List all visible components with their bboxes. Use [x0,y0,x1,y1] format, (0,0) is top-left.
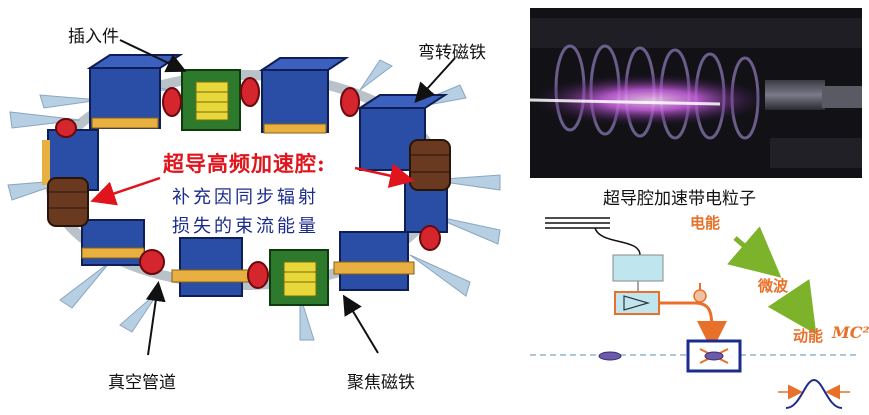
focusing-magnets [55,77,441,289]
energy-pulse [785,378,843,409]
insertion-devices [181,69,329,306]
photo-caption: 超导腔加速带电粒子 [603,189,756,209]
energy-arrow-2 [767,279,817,335]
bending-magnet [171,237,251,297]
power-supply-box [612,254,664,282]
insertion-label: 插入件 [68,27,119,47]
cavity-arrow-right [354,163,415,188]
bending-magnet [258,57,350,134]
electron-bunch [598,351,622,361]
storage-ring-illustration [7,39,501,356]
rf-amplifier [614,291,660,315]
cavity-arrow-left [90,176,161,206]
electric-energy-label: 电能 [690,214,721,232]
kinetic-energy-label: 动能 [793,327,824,345]
rf-cavities [47,139,451,227]
mc2-label: MC² [832,323,869,342]
bending-magnet-arrow [414,57,456,103]
superconducting-cavity-photo [529,8,862,178]
focusing-magnet-arrow [342,294,379,354]
focusing-magnet-label: 聚焦磁铁 [347,373,415,393]
insertion-arrow [119,39,187,73]
cavity-desc-line2: 损失的束流能量 [172,216,319,237]
cavity-title: 超导高频加速腔: [163,151,326,176]
cavity-desc-line1: 补充因同步辐射 [172,187,319,208]
energy-arrow-1 [727,226,782,278]
vacuum-pipe-arrow [145,281,166,356]
power-lines [545,217,641,256]
bending-magnet [86,54,184,129]
bending-magnet-label: 弯转磁铁 [418,43,486,63]
bending-magnet [333,231,415,291]
microwave-label: 微波 [758,277,789,295]
insertion-device [269,249,329,306]
accelerating-cavity-box [686,339,742,373]
insertion-device [181,69,241,131]
vacuum-pipe-label: 真空管道 [108,373,176,393]
bending-magnet [81,219,145,266]
waveguide [660,301,727,351]
coupler-bulb [693,289,707,303]
